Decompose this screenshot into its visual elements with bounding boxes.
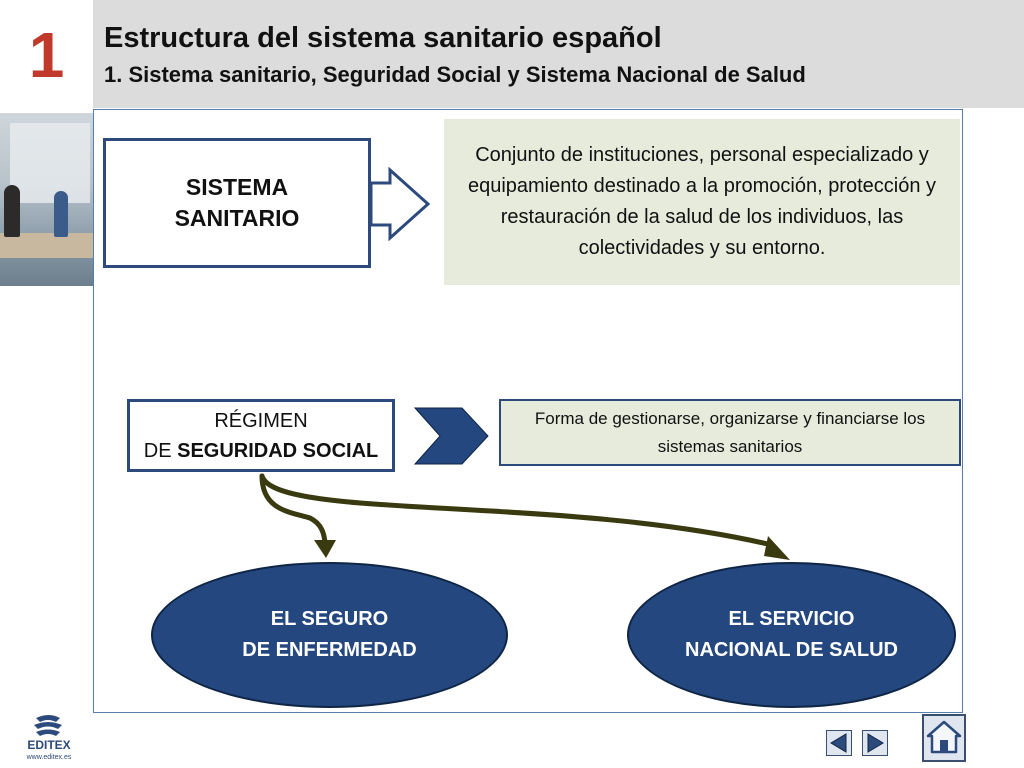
regimen-line2-prefix: DE <box>143 439 178 462</box>
regimen-definition: Forma de gestionarse, organizarse y fina… <box>534 408 926 456</box>
photo-person <box>54 191 68 237</box>
arrowhead-seguro <box>314 540 336 558</box>
regimen-box: RÉGIMEN DE SEGURIDAD SOCIAL <box>127 399 395 472</box>
editex-logo-mark <box>34 715 62 736</box>
curved-arrow-to-seguro <box>259 473 328 545</box>
servicio-line1: EL SERVICIO <box>728 608 855 630</box>
sistema-label-line1: SISTEMA <box>185 174 289 200</box>
arrowhead-servicio <box>764 536 790 560</box>
slide-subtitle: 1. Sistema sanitario, Seguridad Social y… <box>104 62 806 87</box>
side-photo <box>0 113 93 286</box>
sistema-label-line2: SANITARIO <box>174 205 300 231</box>
editex-logo-url: www.editex.es <box>26 754 72 761</box>
seguro-enfermedad-ellipse: EL SEGURO DE ENFERMEDAD <box>151 562 508 708</box>
regimen-line2-bold: SEGURIDAD SOCIAL <box>177 439 379 462</box>
house-icon <box>926 720 962 754</box>
seguro-line1: EL SEGURO <box>270 608 389 630</box>
sistema-sanitario-box: SISTEMA SANITARIO <box>103 138 371 268</box>
photo-counter <box>0 233 93 258</box>
editex-logo-text: EDITEX <box>27 738 70 752</box>
regimen-definition-box: Forma de gestionarse, organizarse y fina… <box>499 399 961 466</box>
chapter-number: 1 <box>28 19 65 91</box>
servicio-nacional-salud-ellipse: EL SERVICIO NACIONAL DE SALUD <box>627 562 956 708</box>
header-band <box>93 0 1024 108</box>
triangle-left-icon <box>830 733 847 753</box>
seguro-line2: DE ENFERMEDAD <box>242 639 417 661</box>
sistema-sanitario-definition-box: Conjunto de instituciones, personal espe… <box>444 119 960 285</box>
outline-arrow-right-icon <box>369 166 431 242</box>
triangle-right-icon <box>867 733 884 753</box>
servicio-line2: NACIONAL DE SALUD <box>685 639 898 661</box>
photo-person <box>4 185 20 237</box>
curved-arrow-to-servicio <box>259 473 775 548</box>
slide-title: Estructura del sistema sanitario español <box>104 22 662 54</box>
home-button[interactable] <box>922 714 966 762</box>
prev-slide-button[interactable] <box>826 730 852 756</box>
regimen-line2: DE SEGURIDAD SOCIAL <box>144 436 378 466</box>
photo-wall <box>10 123 90 203</box>
regimen-line1: RÉGIMEN <box>214 409 308 432</box>
next-slide-button[interactable] <box>862 730 888 756</box>
editex-logo: EDITEX www.editex.es <box>26 715 72 761</box>
sistema-sanitario-definition: Conjunto de instituciones, personal espe… <box>467 144 937 259</box>
sistema-sanitario-label: SISTEMA SANITARIO <box>175 172 300 234</box>
chevron-right-icon <box>413 407 489 465</box>
